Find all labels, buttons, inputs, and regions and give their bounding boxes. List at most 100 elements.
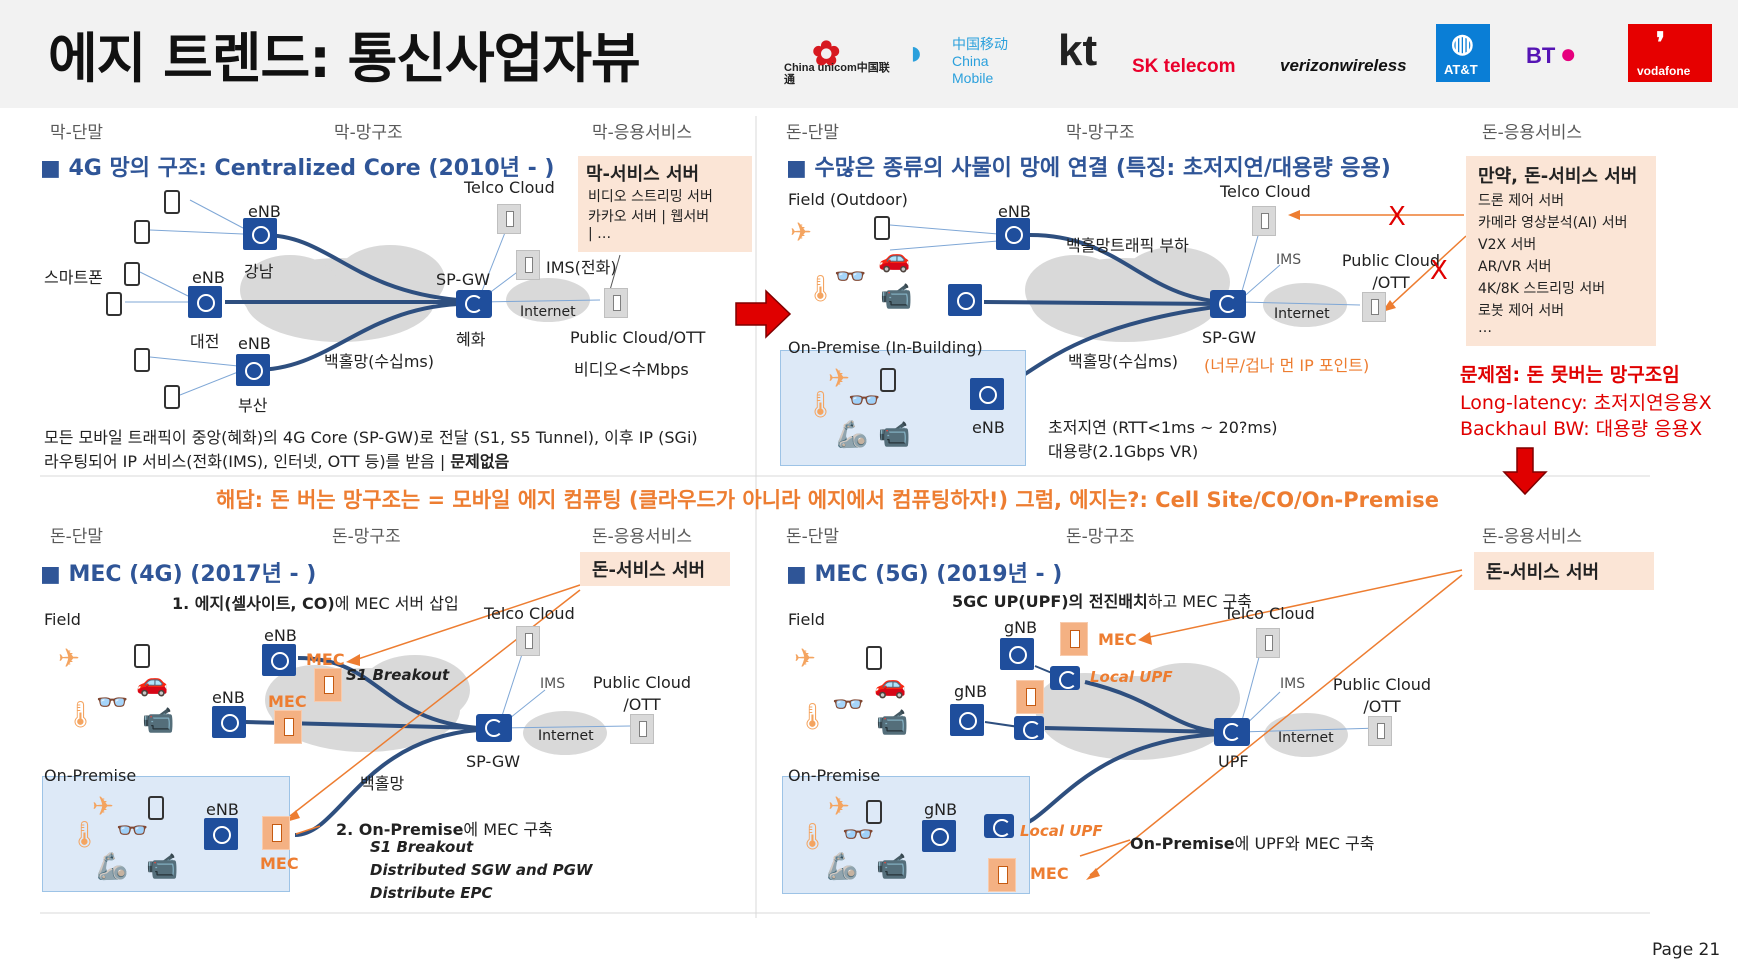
q3-mec3-label: MEC [260, 854, 299, 873]
camera-icon: 📹 [876, 852, 909, 882]
q3-spgw-icon [476, 714, 512, 742]
q1-enb-daejeon-icon [188, 286, 222, 318]
q2-latency-label: 초저지연 (RTT<1ms ~ 20?ms) [1048, 418, 1278, 437]
q2-public-cloud-server-icon [1362, 292, 1386, 322]
q4-upf-label: UPF [1218, 752, 1249, 771]
thermometer-icon: 🌡 [796, 702, 830, 732]
q3-enb3-label: eNB [206, 800, 239, 819]
q4-step: 5GC UP(UPF)의 전진배치하고 MEC 구축 [952, 588, 1252, 612]
q3-server-title: 돈-서비스 서버 [592, 560, 706, 581]
q4-mec2-server-icon [988, 858, 1016, 892]
q2-x-mark-2: X [1430, 256, 1448, 286]
q1-telco-cloud-label: Telco Cloud [464, 178, 555, 197]
q3-step1-bold: 1. 에지(셀사이트, CO) [172, 594, 335, 613]
q2-public-cloud-label: Public Cloud /OTT [1341, 251, 1441, 292]
q1-note-text: 라우팅되어 IP 서비스(전화(IMS), 인터넷, OTT 등)를 받음 | [44, 452, 451, 471]
phone-icon [134, 644, 150, 668]
answer-statement: 해답: 돈 버는 망구조는 = 모바일 에지 컴퓨팅 (클라우드가 아니라 에지… [216, 488, 1440, 512]
camera-icon: 📹 [142, 706, 175, 736]
q3-field-label: Field [44, 610, 81, 629]
kt-logo: kt [1058, 26, 1098, 75]
q3-step2: 2. On-Premise에 MEC 구축 [336, 816, 553, 840]
q2-backhaul-label: 백홀망(수십ms) [1068, 352, 1179, 371]
q3-step2-item: Distribute EPC [370, 884, 493, 902]
bt-logo: BT ● [1526, 38, 1577, 69]
q4-gnb3-icon [922, 820, 956, 852]
q2-enb-top-icon [996, 218, 1030, 250]
q3-app-label: 돈-응용서비스 [592, 527, 692, 547]
china-mobile-logo: ◗ 中国移动 China Mobile [906, 34, 1008, 86]
q4-local-upf2-icon [984, 814, 1014, 838]
q4-device-label: 돈-단말 [786, 527, 840, 547]
q3-public-cloud-server-icon [630, 714, 654, 744]
vr-headset-icon: 👓 [848, 386, 881, 416]
q2-telco-cloud-label: Telco Cloud [1220, 182, 1311, 201]
q2-spgw-icon [1210, 290, 1246, 318]
robot-arm-icon: 🦾 [826, 852, 859, 882]
q1-server-item: 비디오 스트리밍 서버 [588, 189, 713, 205]
thermometer-icon: 🌡 [796, 822, 830, 852]
q2-spgw-label: SP-GW [1202, 328, 1257, 347]
q3-network-label: 돈-망구조 [332, 527, 401, 547]
q4-local-upf2-label: Local UPF [1020, 822, 1103, 840]
q3-internet-label: Internet [538, 728, 594, 744]
q1-hyehwa-label: 혜화 [456, 330, 486, 349]
q2-server-item: 카메라 영상분석(AI) 서버 [1478, 215, 1628, 231]
q1-network-label: 막-망구조 [334, 123, 403, 143]
q4-public-cloud-server-icon [1368, 716, 1392, 746]
q2-server-item: 4K/8K 스트리밍 서버 [1478, 281, 1606, 297]
q4-gnb2-label: gNB [954, 682, 988, 701]
car-icon: 🚗 [878, 244, 911, 274]
phone-icon [124, 262, 140, 286]
q3-device-label: 돈-단말 [50, 527, 104, 547]
q1-ims-label: IMS(전화) [546, 258, 617, 277]
q2-server-item: … [1478, 320, 1492, 336]
drone-icon: ✈ [828, 364, 850, 394]
q2-internet-label: Internet [1274, 306, 1330, 322]
phone-icon [874, 216, 890, 240]
thermometer-icon: 🌡 [68, 820, 102, 850]
verizon-logo: verizonwireless [1280, 56, 1407, 75]
q2-ims-label: IMS [1276, 252, 1302, 268]
q1-gangnam-label: 강남 [244, 262, 274, 281]
q1-video-rate-label: 비디오<수Mbps [574, 360, 689, 379]
q4-step-bold: 5GC UP(UPF)의 전진배치 [952, 592, 1148, 611]
q2-network-label: 막-망구조 [1066, 123, 1135, 143]
att-logo: ◍ AT&T [1436, 24, 1490, 82]
q1-busan-label: 부산 [238, 396, 268, 415]
vr-headset-icon: 👓 [96, 688, 129, 718]
q3-enb2-label: eNB [212, 688, 245, 707]
q4-gnb1-label: gNB [1004, 618, 1038, 637]
q1-public-cloud-server-icon [604, 288, 628, 318]
q1-heading: ■ 4G 망의 구조: Centralized Core (2010년 - ) [40, 156, 555, 181]
q4-server-title: 돈-서비스 서버 [1486, 562, 1600, 583]
q2-capacity-label: 대용량(2.1Gbps VR) [1048, 442, 1199, 461]
q3-step2-bold: 2. On-Premise [336, 820, 464, 839]
phone-icon [106, 292, 122, 316]
q1-server-title: 막-서비스 서버 [586, 164, 700, 185]
vr-headset-icon: 👓 [842, 820, 875, 850]
q2-server-item: 로봇 제어 서버 [1478, 303, 1565, 319]
q4-internet-label: Internet [1278, 730, 1334, 746]
camera-icon: 📹 [876, 708, 909, 738]
q3-mec1-server-icon [314, 668, 342, 702]
q3-telco-cloud-label: Telco Cloud [484, 604, 575, 623]
q3-on-premise-label: On-Premise [44, 766, 137, 785]
q1-note-line2: 라우팅되어 IP 서비스(전화(IMS), 인터넷, OTT 등)를 받음 | … [44, 448, 509, 472]
phone-icon [164, 385, 180, 409]
q2-heading: ■ 수많은 종류의 사물이 망에 연결 (특징: 초저지연/대용량 응용) [786, 156, 1391, 181]
q3-s1-breakout-label: S1 Breakout [346, 666, 450, 684]
q1-internet-label: Internet [520, 304, 576, 320]
q3-enb3-icon [204, 818, 238, 850]
drone-icon: ✈ [58, 644, 80, 674]
q1-note-line1: 모든 모바일 트래픽이 중앙(혜화)의 4G Core (SP-GW)로 전달 … [44, 428, 698, 447]
q2-far-ip-label: (너무/겁나 먼 IP 포인트) [1204, 356, 1370, 375]
q1-server-item: 카카오 서버 | 웹서버 [588, 209, 710, 225]
q4-gnb3-label: gNB [924, 800, 958, 819]
q2-app-label: 돈-응용서비스 [1482, 123, 1582, 143]
thermometer-icon: 🌡 [64, 700, 98, 730]
camera-icon: 📹 [146, 852, 179, 882]
q3-mec2-label: MEC [268, 692, 307, 711]
q1-enb-busan-icon [236, 354, 270, 386]
q4-upf-small-icon [1014, 716, 1044, 740]
